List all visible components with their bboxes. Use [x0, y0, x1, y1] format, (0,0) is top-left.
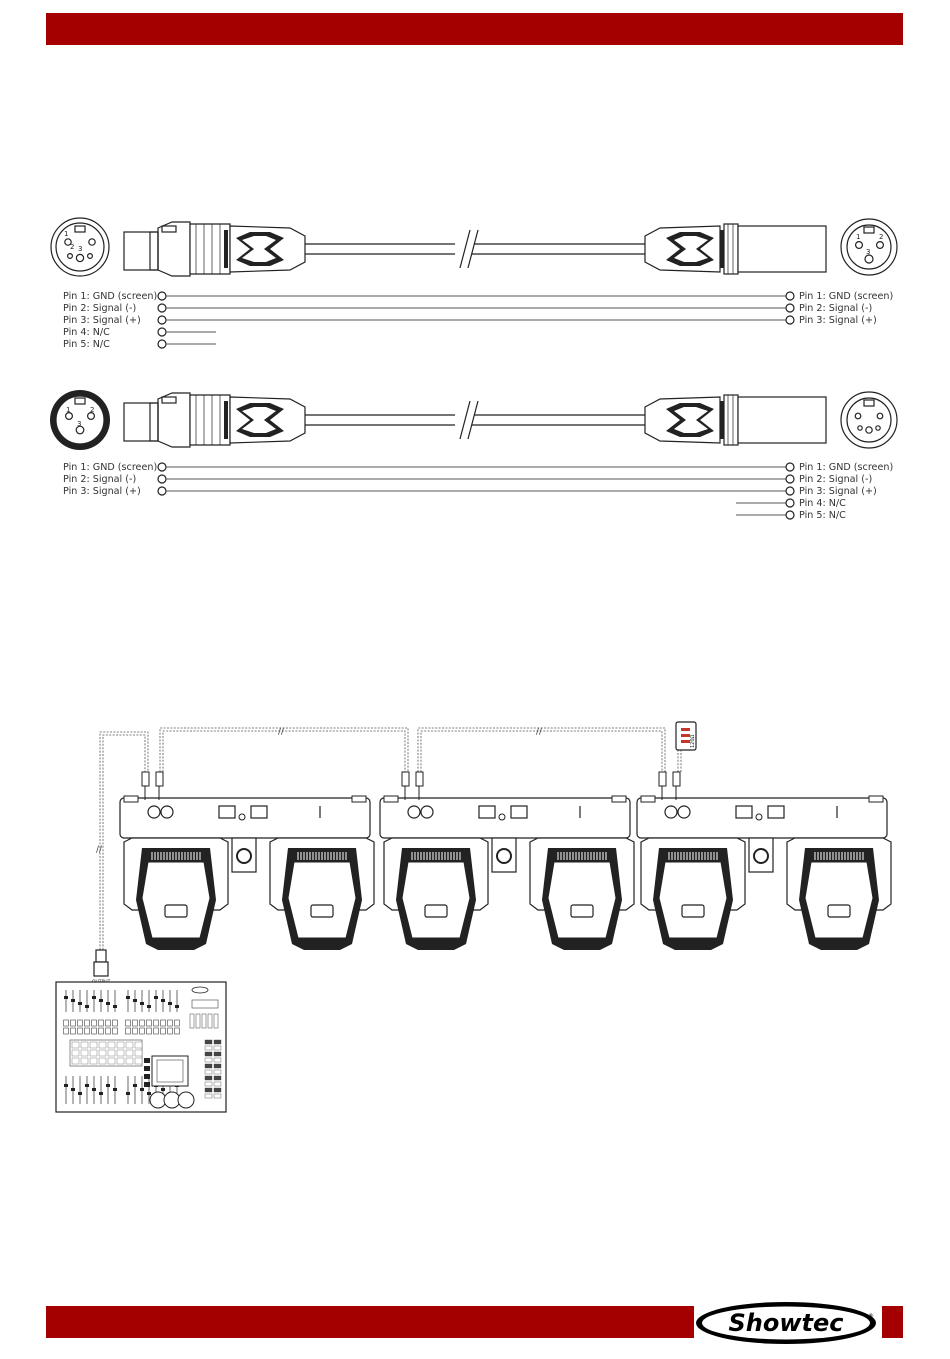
moving-head	[786, 837, 892, 950]
pin-label: Pin 4: N/C	[63, 327, 110, 338]
bottom-red-bar-end	[882, 1306, 903, 1338]
dmx-controller-console	[55, 981, 227, 1113]
face-num: 3	[78, 245, 82, 253]
pin-label: Pin 1: GND (screen)	[63, 462, 157, 473]
face-num: 3	[77, 420, 81, 428]
moving-head	[269, 837, 375, 950]
break-mark: //	[278, 727, 285, 737]
face-num: 2	[70, 243, 74, 251]
pin-label: Pin 5: N/C	[799, 510, 846, 521]
xlr-male-body-right	[644, 223, 827, 275]
dmx-terminator: 120Ω	[675, 721, 697, 751]
pin-label: Pin 2: Signal (-)	[63, 303, 136, 314]
xlr-female-face-left: 1 2 3	[50, 217, 110, 277]
moving-head	[383, 837, 489, 950]
xlr-female-face-left: 1 2 3	[50, 390, 110, 450]
pin-label: Pin 2: Signal (-)	[799, 303, 872, 314]
pin-label: Pin 2: Signal (-)	[799, 474, 872, 485]
cable-diagram-3pin-to-5pin: 1 2 3	[50, 217, 898, 350]
xlr-male-face-right	[840, 391, 898, 449]
pin-wires: Pin 1: GND (screen) Pin 2: Signal (-) Pi…	[63, 462, 893, 521]
face-num: 1	[66, 406, 70, 414]
moving-head	[529, 837, 635, 950]
face-num: 2	[879, 233, 883, 241]
fixture-bars	[119, 771, 892, 950]
pin-wires: Pin 1: GND (screen) Pin 2: Signal (-) Pi…	[63, 291, 893, 350]
pin-label: Pin 3: Signal (+)	[63, 486, 141, 497]
xlr-male-body-right	[644, 394, 827, 446]
cable-break	[459, 229, 645, 269]
xlr-female-body-left	[123, 221, 455, 277]
pin-label: Pin 4: N/C	[799, 498, 846, 509]
top-red-bar	[46, 13, 903, 45]
bottom-red-bar	[46, 1306, 694, 1338]
pin-label: Pin 2: Signal (-)	[63, 474, 136, 485]
cable-diagram-5pin-to-3pin: 1 2 3	[50, 390, 898, 521]
pin-label: Pin 3: Signal (+)	[799, 486, 877, 497]
face-num: 3	[866, 248, 870, 256]
pin-label: Pin 3: Signal (+)	[799, 315, 877, 326]
face-num: 1	[856, 233, 860, 241]
fixture-bar	[379, 771, 635, 950]
pin-label: Pin 1: GND (screen)	[63, 291, 157, 302]
dmx-setup-diagram: // // // 120Ω OUTPUT	[55, 721, 892, 1113]
showtec-logo: Showtec ®	[696, 1302, 876, 1344]
break-mark: //	[536, 727, 543, 737]
logo-mark: ®	[868, 1313, 874, 1320]
terminator-label: 120Ω	[690, 734, 696, 748]
cable-break	[459, 400, 645, 440]
pin-label: Pin 5: N/C	[63, 339, 110, 350]
xlr-male-face-right: 1 2 3	[840, 218, 898, 276]
moving-head	[640, 837, 746, 950]
fixture-bar	[119, 771, 375, 950]
moving-head	[123, 837, 229, 950]
pin-label: Pin 1: GND (screen)	[799, 462, 893, 473]
pin-label: Pin 1: GND (screen)	[799, 291, 893, 302]
xlr-female-body-left	[123, 392, 455, 448]
break-mark: //	[96, 845, 103, 855]
logo-text: Showtec	[728, 1309, 843, 1337]
controller-connector: OUTPUT	[92, 949, 111, 985]
fixture-bar	[636, 771, 892, 950]
pin-label: Pin 3: Signal (+)	[63, 315, 141, 326]
face-num: 1	[64, 230, 68, 238]
face-num: 2	[90, 406, 94, 414]
